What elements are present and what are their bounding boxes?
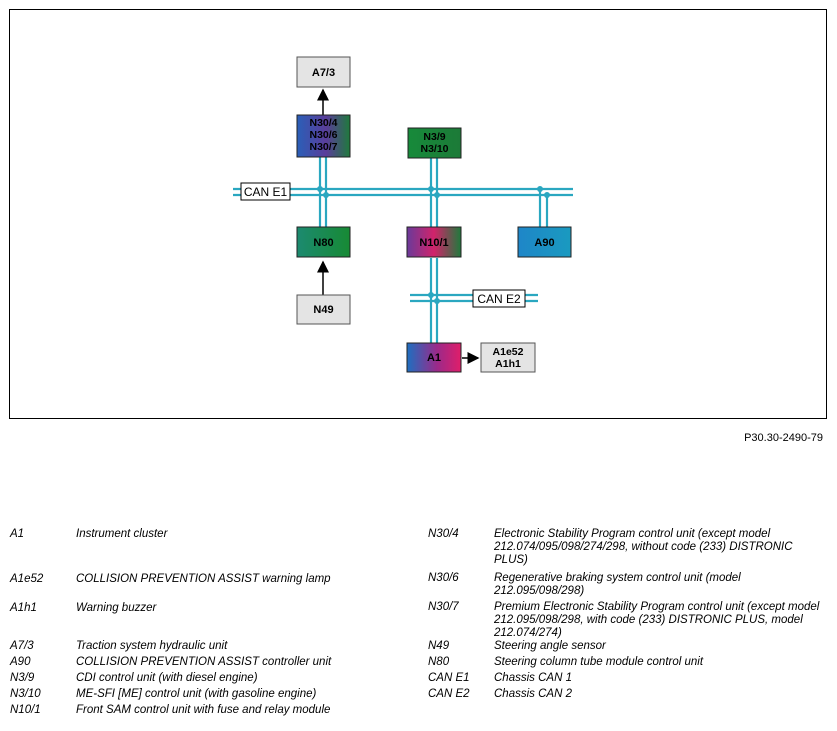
legend-desc: Steering angle sensor bbox=[494, 640, 606, 652]
node-n30-label-3: N30/7 bbox=[309, 141, 337, 153]
legend-desc: Steering column tube module control unit bbox=[494, 656, 704, 668]
node-n49-label: N49 bbox=[313, 304, 333, 316]
node-a90-label: A90 bbox=[534, 237, 554, 249]
legend-item: A1e52 COLLISION PREVENTION ASSIST warnin… bbox=[10, 573, 410, 586]
node-a1e52-a1h1: A1e52 A1h1 bbox=[480, 342, 536, 373]
figure-id: P30.30-2490-79 bbox=[744, 432, 823, 444]
node-a1: A1 bbox=[406, 342, 462, 373]
legend-item: N80 Steering column tube module control … bbox=[428, 656, 828, 669]
legend-right: N30/4 Electronic Stability Program contr… bbox=[428, 528, 828, 700]
can-topology-diagram: A7/3 N30/4 N30/6 N30/7 N3/9 N3/10 CAN E1… bbox=[233, 56, 573, 373]
legend-desc: Traction system hydraulic unit bbox=[76, 640, 228, 652]
legend-item: N30/4 Electronic Stability Program contr… bbox=[428, 528, 828, 567]
legend-desc: COLLISION PREVENTION ASSIST warning lamp bbox=[76, 573, 331, 585]
legend-item: CAN E2 Chassis CAN 2 bbox=[428, 688, 828, 701]
legend-item: N3/9 CDI control unit (with diesel engin… bbox=[10, 672, 410, 685]
legend-item: N3/10 ME-SFI [ME] control unit (with gas… bbox=[10, 688, 410, 701]
node-n10-1-label: N10/1 bbox=[419, 237, 448, 249]
legend-desc: Chassis CAN 1 bbox=[494, 672, 572, 684]
legend-desc: Front SAM control unit with fuse and rel… bbox=[76, 704, 331, 716]
node-a7-3-label: A7/3 bbox=[312, 67, 335, 79]
node-a1-label: A1 bbox=[427, 352, 441, 364]
node-n49: N49 bbox=[296, 294, 351, 325]
legend-item: A90 COLLISION PREVENTION ASSIST controll… bbox=[10, 656, 410, 669]
legend-code: CAN E1 bbox=[428, 672, 470, 684]
legend-code: N30/6 bbox=[428, 572, 459, 584]
legend-item: A1 Instrument cluster bbox=[10, 528, 410, 541]
legend-code: A1e52 bbox=[10, 573, 44, 585]
legend-item: N30/7 Premium Electronic Stability Progr… bbox=[428, 601, 828, 640]
legend-desc: Electronic Stability Program control uni… bbox=[494, 528, 793, 566]
legend-desc: COLLISION PREVENTION ASSIST controller u… bbox=[76, 656, 332, 668]
node-n3: N3/9 N3/10 bbox=[407, 127, 462, 159]
node-a1e52-label: A1e52 bbox=[493, 346, 524, 358]
legend-code: N10/1 bbox=[10, 704, 41, 716]
legend-code: N3/9 bbox=[10, 672, 35, 684]
node-n3-label-1: N3/9 bbox=[423, 131, 445, 143]
legend-code: CAN E2 bbox=[428, 688, 470, 700]
node-n30: N30/4 N30/6 N30/7 bbox=[296, 114, 351, 158]
legend-item: N30/6 Regenerative braking system contro… bbox=[428, 572, 828, 598]
legend-item: N10/1 Front SAM control unit with fuse a… bbox=[10, 704, 410, 717]
legend-item: N49 Steering angle sensor bbox=[428, 640, 828, 653]
legend-desc: CDI control unit (with diesel engine) bbox=[76, 672, 258, 684]
node-a1h1-label: A1h1 bbox=[495, 358, 521, 370]
legend-desc: ME-SFI [ME] control unit (with gasoline … bbox=[76, 688, 317, 700]
can-e2-label-box: CAN E2 bbox=[472, 289, 526, 308]
diagram-frame: A7/3 N30/4 N30/6 N30/7 N3/9 N3/10 CAN E1… bbox=[9, 9, 827, 419]
node-n30-label-2: N30/6 bbox=[309, 129, 337, 141]
legend-item: A7/3 Traction system hydraulic unit bbox=[10, 640, 410, 653]
legend-code: N30/7 bbox=[428, 601, 459, 613]
legend-desc: Chassis CAN 2 bbox=[494, 688, 572, 700]
node-n80: N80 bbox=[296, 226, 351, 258]
legend-code: A7/3 bbox=[10, 640, 34, 652]
legend-item: A1h1 Warning buzzer bbox=[10, 602, 410, 615]
legend-code: N3/10 bbox=[10, 688, 41, 700]
node-n10-1: N10/1 bbox=[406, 226, 462, 258]
legend-code: N80 bbox=[428, 656, 450, 668]
legend-code: N30/4 bbox=[428, 528, 459, 540]
can-e1-label: CAN E1 bbox=[244, 185, 288, 199]
legend-desc: Regenerative braking system control unit… bbox=[494, 572, 741, 597]
node-a90: A90 bbox=[517, 226, 572, 258]
legend-desc: Warning buzzer bbox=[76, 602, 157, 614]
can-e2-label: CAN E2 bbox=[477, 292, 521, 306]
legend-desc: Premium Electronic Stability Program con… bbox=[494, 601, 820, 639]
legend-desc: Instrument cluster bbox=[76, 528, 168, 540]
node-n80-label: N80 bbox=[313, 237, 333, 249]
legend-code: A1 bbox=[10, 528, 25, 540]
node-n30-label-1: N30/4 bbox=[309, 117, 337, 129]
bus-junctions bbox=[317, 186, 550, 304]
node-a7-3: A7/3 bbox=[296, 56, 351, 88]
node-n3-label-2: N3/10 bbox=[420, 143, 448, 155]
legend-code: A1h1 bbox=[10, 602, 37, 614]
can-e1-label-box: CAN E1 bbox=[240, 182, 291, 201]
legend-code: A90 bbox=[10, 656, 31, 668]
legend-item: CAN E1 Chassis CAN 1 bbox=[428, 672, 828, 685]
legend-code: N49 bbox=[428, 640, 450, 652]
legend-left: A1 Instrument cluster A1e52 COLLISION PR… bbox=[10, 528, 410, 716]
